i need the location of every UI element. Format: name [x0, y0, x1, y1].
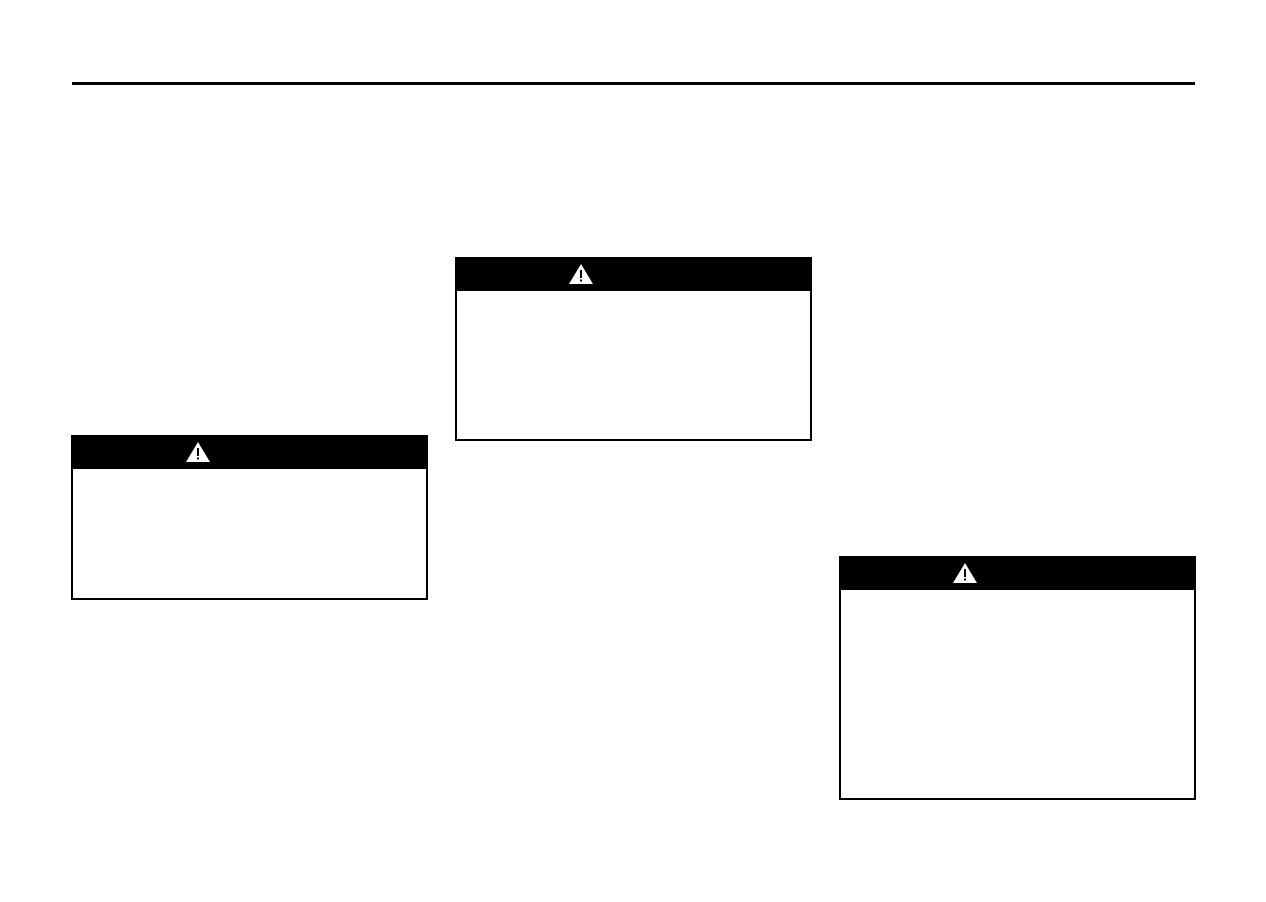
warning-triangle-icon [953, 563, 977, 583]
header-rule [72, 82, 1195, 85]
warning-body [73, 469, 426, 598]
warning-header [73, 437, 426, 469]
warning-header [841, 558, 1194, 590]
warning-triangle-icon [186, 442, 210, 462]
warning-box [455, 257, 812, 441]
warning-box [71, 435, 428, 600]
warning-header [457, 259, 810, 291]
warning-box [839, 556, 1196, 800]
warning-triangle-icon [569, 264, 593, 284]
warning-body [457, 291, 810, 439]
warning-body [841, 590, 1194, 798]
